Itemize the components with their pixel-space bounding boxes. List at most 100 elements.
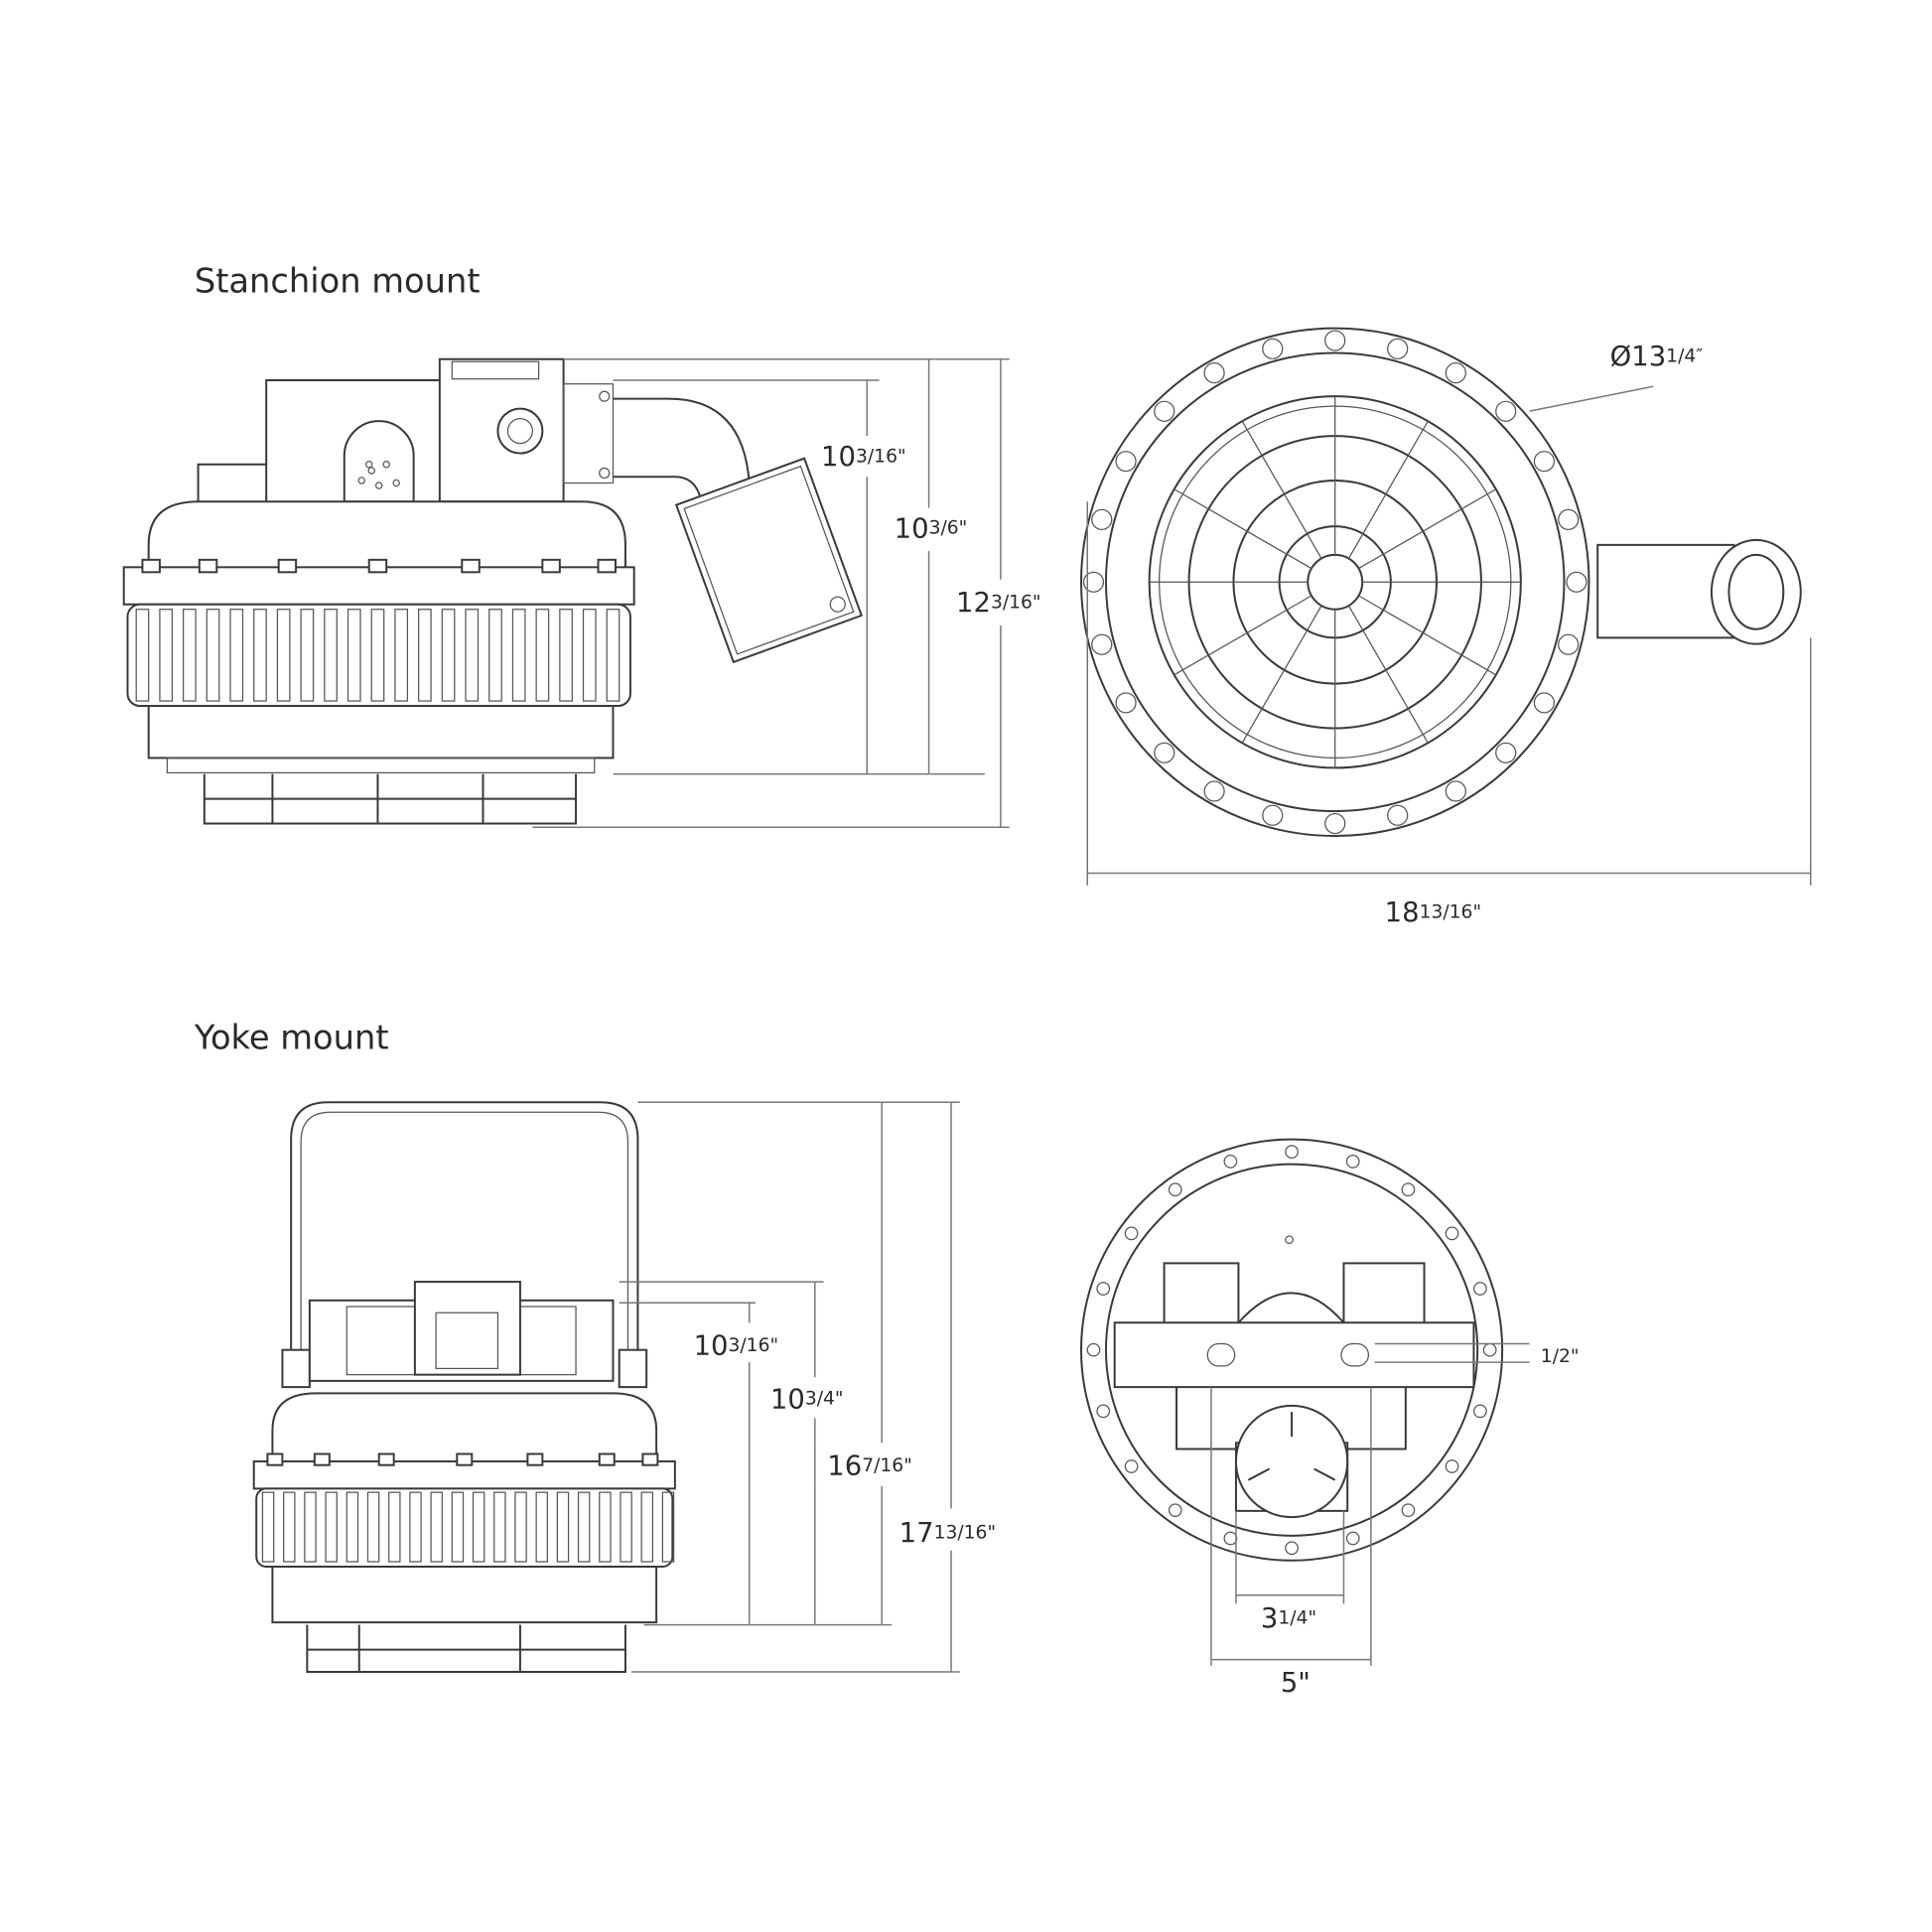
cooling-fin xyxy=(472,1491,485,1563)
ring-bolt xyxy=(1124,1459,1139,1473)
cooling-fin xyxy=(582,609,597,702)
cooling-fin xyxy=(535,609,550,702)
vent-hole xyxy=(392,479,400,487)
ring-bolt xyxy=(1558,633,1580,655)
outer-ring xyxy=(1080,327,1590,838)
cooling-fin xyxy=(599,1491,612,1563)
bolt xyxy=(456,1452,474,1466)
cooling-fin xyxy=(261,1491,275,1563)
bolt xyxy=(367,558,388,574)
bolt xyxy=(377,1452,395,1466)
cooling-fin xyxy=(418,609,432,702)
ring-bolt xyxy=(1096,1404,1111,1419)
ring-bolt xyxy=(1495,742,1517,763)
cooling-fin xyxy=(430,1491,443,1563)
yoke-arm xyxy=(290,1101,639,1356)
cooling-fin xyxy=(159,609,174,702)
ring-bolt xyxy=(1345,1155,1360,1169)
bolt xyxy=(541,558,561,574)
cooling-fin xyxy=(620,1491,632,1563)
cooling-fin xyxy=(345,1491,359,1563)
yoke-bottom-view xyxy=(1080,1138,1530,1666)
cooling-fin xyxy=(182,609,197,702)
guard-spoke xyxy=(1347,420,1429,559)
dim-stanchion-height-1: 103/16" xyxy=(821,442,906,473)
ring-bolt xyxy=(1445,1226,1459,1241)
cooling-fin xyxy=(304,1491,317,1563)
yoke-side-view xyxy=(252,1101,960,1674)
ring-bolt xyxy=(1203,780,1225,802)
cooling-fin xyxy=(394,609,409,702)
cooling-fin xyxy=(577,1491,591,1563)
dim-outer-spacing: 5" xyxy=(1281,1668,1311,1699)
ring-bolt xyxy=(1168,1503,1182,1518)
ring-bolt xyxy=(1473,1282,1487,1296)
guard-spoke xyxy=(1173,488,1312,570)
cooling-fin xyxy=(451,1491,465,1563)
cooling-fin xyxy=(640,1491,654,1563)
cooling-fin xyxy=(606,609,621,702)
stanchion-elbow xyxy=(613,397,751,496)
cooling-fin xyxy=(556,1491,570,1563)
dim-yoke-height-4: 1713/16" xyxy=(899,1518,996,1549)
ring-bolt xyxy=(1285,1145,1299,1159)
ring-bolt xyxy=(1203,362,1225,384)
dim-slot-width: 1/2" xyxy=(1541,1346,1580,1367)
cooling-fin xyxy=(511,609,526,702)
ring-bolt xyxy=(1262,804,1284,826)
bolt xyxy=(141,558,161,574)
dim-diameter: Ø131/4″ xyxy=(1610,342,1704,372)
guard-spoke xyxy=(1241,605,1322,744)
ring-bolt xyxy=(1533,692,1555,714)
dim-yoke-height-2: 103/4" xyxy=(770,1384,844,1415)
ring-bolt xyxy=(1091,508,1113,530)
cooling-fin xyxy=(276,609,291,702)
bolt xyxy=(598,1452,616,1466)
bolt xyxy=(198,558,218,574)
guard-spoke xyxy=(1173,595,1312,676)
ring-bolt xyxy=(1115,451,1137,473)
ring-bolt xyxy=(1285,1541,1299,1556)
cooling-fin xyxy=(229,609,244,702)
guard-spoke xyxy=(1241,420,1322,559)
bolt xyxy=(641,1452,659,1466)
cooling-fin xyxy=(388,1491,401,1563)
ring-bolt xyxy=(1401,1182,1416,1197)
vent-hole xyxy=(364,461,373,469)
junction-box xyxy=(438,357,565,503)
cooling-fin xyxy=(325,1491,338,1563)
vent-hole xyxy=(374,482,383,489)
cooling-fin xyxy=(300,609,315,702)
ring-bolt xyxy=(1154,742,1175,763)
dim-yoke-height-3: 167/16" xyxy=(827,1451,912,1482)
cooling-fin xyxy=(514,1491,527,1563)
cooling-fin xyxy=(324,609,338,702)
yoke-mount-title: Yoke mount xyxy=(194,1019,389,1057)
ring-bolt xyxy=(1566,571,1587,593)
stanchion-box xyxy=(674,457,864,664)
guard-spoke xyxy=(1358,488,1497,570)
ring-bolt xyxy=(1445,1459,1459,1473)
cooling-fin xyxy=(661,1491,675,1563)
ring-bolt xyxy=(1324,812,1346,835)
ring-bolt xyxy=(1223,1155,1238,1169)
cooling-fin xyxy=(135,609,150,702)
cooling-fin xyxy=(366,1491,380,1563)
ring-bolt xyxy=(1115,692,1137,714)
ring-bolt xyxy=(1168,1182,1182,1197)
dim-stanchion-height-3: 123/16" xyxy=(956,588,1041,619)
ring-bolt xyxy=(1445,780,1466,802)
ring-bolt xyxy=(1445,362,1466,384)
vent-hole xyxy=(382,461,390,469)
ring-bolt xyxy=(1401,1503,1416,1518)
ring-bolt xyxy=(1262,338,1284,359)
bolt xyxy=(313,1452,331,1466)
dim-overall-width: 1813/16" xyxy=(1385,897,1481,928)
stanchion-side-view xyxy=(122,357,1010,829)
ring-bolt xyxy=(1473,1404,1487,1419)
ring-bolt xyxy=(1086,1342,1101,1357)
mount-bracket xyxy=(343,420,415,503)
cooling-fin xyxy=(535,1491,548,1563)
ring-bolt xyxy=(1558,508,1580,530)
